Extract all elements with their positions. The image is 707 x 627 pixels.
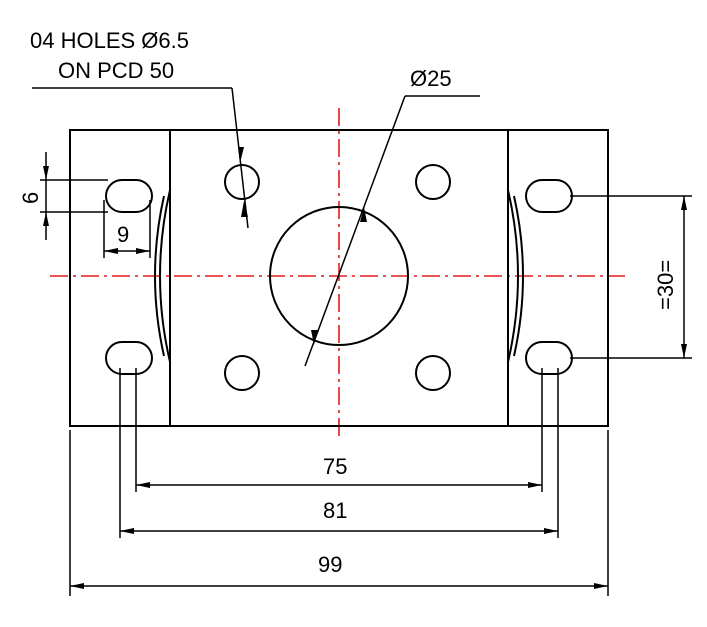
central-bore bbox=[269, 206, 409, 346]
pad-left-curve-inner bbox=[159, 189, 171, 363]
dim-9-arrow-left bbox=[104, 248, 118, 254]
dim-slot-spacing: =30= bbox=[653, 260, 678, 310]
dim-75-arrow-left bbox=[136, 482, 150, 488]
dim-75-arrow-right bbox=[528, 482, 542, 488]
bore-leader-arrow-2 bbox=[311, 330, 318, 345]
pcd-hole-bottom-right bbox=[415, 355, 451, 391]
bore-leader bbox=[304, 95, 406, 367]
dim-99-arrow-left bbox=[70, 583, 84, 589]
pcd-hole-bottom-left bbox=[224, 355, 260, 391]
slot-bottom-left bbox=[105, 341, 153, 375]
dim-30-arrow-bottom bbox=[681, 344, 687, 358]
holes-leader-arrow-2 bbox=[241, 201, 248, 217]
pad-right-curve-inner bbox=[507, 189, 519, 363]
dim-overall: 99 bbox=[318, 552, 342, 577]
holes-callout-line2: ON PCD 50 bbox=[58, 58, 174, 83]
holes-callout-line1: 04 HOLES Ø6.5 bbox=[30, 28, 189, 53]
pcd-hole-top-left bbox=[224, 164, 260, 200]
dim-middle: 81 bbox=[323, 498, 347, 523]
dim-6-arrow-bottom bbox=[43, 212, 49, 226]
dim-30-arrow-top bbox=[681, 196, 687, 210]
dim-6-arrow-top bbox=[43, 166, 49, 180]
plate-outline bbox=[69, 129, 609, 427]
dim-slot-height: 6 bbox=[18, 192, 43, 204]
bore-leader-arrow-1 bbox=[360, 207, 367, 222]
dim-81-arrow-right bbox=[544, 528, 558, 534]
pcd-hole-top-right bbox=[415, 164, 451, 200]
dim-inner: 75 bbox=[323, 454, 347, 479]
slot-bottom-right bbox=[525, 341, 573, 375]
slot-top-right bbox=[525, 179, 573, 213]
slot-top-left bbox=[105, 179, 153, 213]
bore-callout: Ø25 bbox=[410, 66, 452, 91]
dim-slot-width: 9 bbox=[117, 222, 129, 247]
dim-9-arrow-right bbox=[136, 248, 150, 254]
pad-right-curve bbox=[513, 195, 524, 357]
dim-99-arrow-right bbox=[594, 583, 608, 589]
dim-81-arrow-left bbox=[120, 528, 134, 534]
pad-left-curve bbox=[154, 195, 165, 357]
holes-leader-arrow-1 bbox=[238, 147, 244, 163]
